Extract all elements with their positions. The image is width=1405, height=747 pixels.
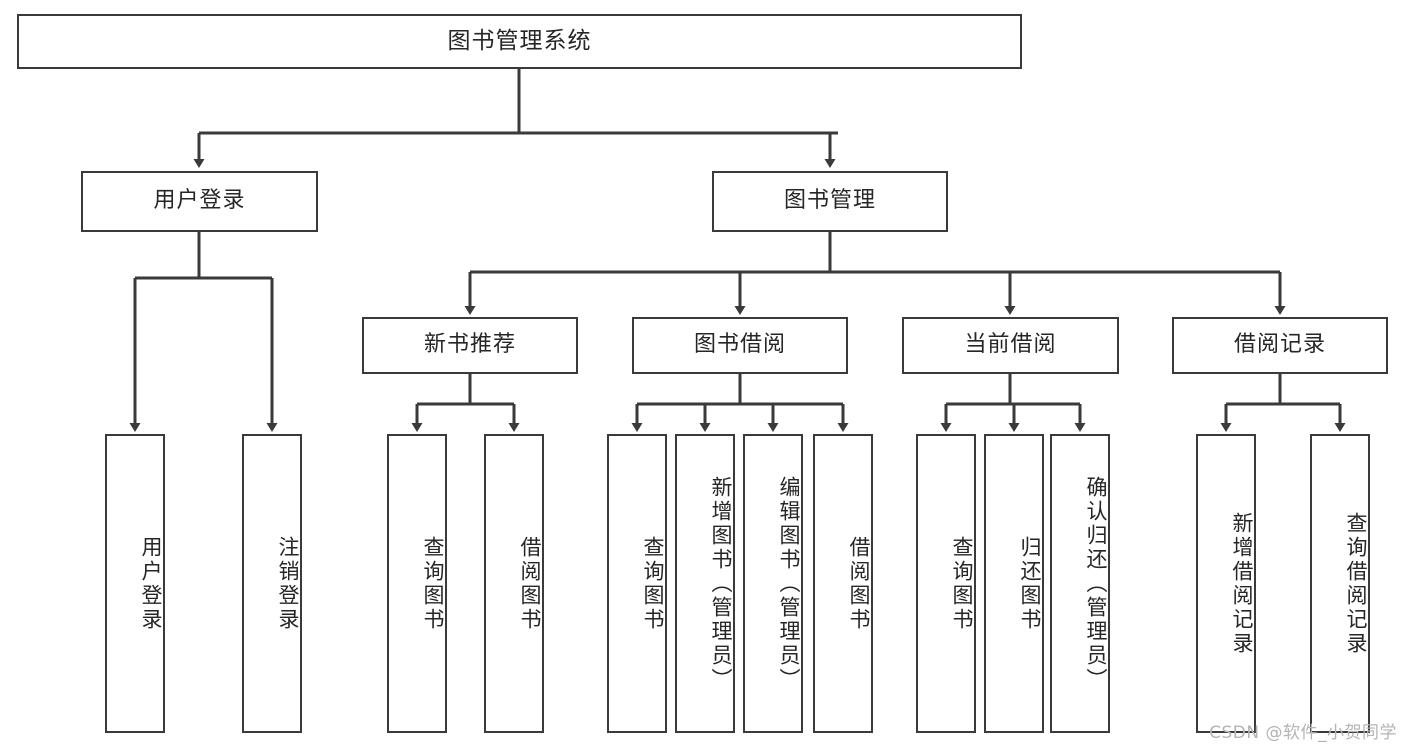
node-leaf-add-book-label: 新增图书（管理员） xyxy=(709,475,733,692)
node-leaf-return-book-label: 归还图书 xyxy=(1018,535,1042,632)
node-root-label: 图书管理系统 xyxy=(447,27,592,54)
node-leaf-query-book-2[interactable]: 查询图书 xyxy=(607,434,667,733)
node-leaf-add-record-label: 新增借阅记录 xyxy=(1230,511,1254,656)
watermark: CSDN @软件_小贺同学 xyxy=(1209,723,1397,743)
node-leaf-query-book-1[interactable]: 查询图书 xyxy=(387,434,447,733)
node-leaf-query-record[interactable]: 查询借阅记录 xyxy=(1310,434,1370,733)
node-leaf-borrow-book-1[interactable]: 借阅图书 xyxy=(484,434,544,733)
node-leaf-query-book-3-label: 查询图书 xyxy=(950,535,974,632)
node-borrow-record-label: 借阅记录 xyxy=(1233,332,1326,358)
node-leaf-edit-book[interactable]: 编辑图书（管理员） xyxy=(743,434,803,733)
node-leaf-borrow-book-2[interactable]: 借阅图书 xyxy=(813,434,873,733)
node-user-login-label: 用户登录 xyxy=(153,188,246,214)
node-new-book-rec-label: 新书推荐 xyxy=(423,332,516,358)
node-current-borrow[interactable]: 当前借阅 xyxy=(902,317,1119,374)
node-leaf-user-login-label: 用户登录 xyxy=(139,535,163,632)
node-leaf-borrow-book-1-label: 借阅图书 xyxy=(518,535,542,632)
node-book-manage[interactable]: 图书管理 xyxy=(712,171,948,232)
node-leaf-query-book-1-label: 查询图书 xyxy=(421,535,445,632)
node-leaf-add-record[interactable]: 新增借阅记录 xyxy=(1196,434,1256,733)
node-leaf-add-book[interactable]: 新增图书（管理员） xyxy=(675,434,735,733)
node-leaf-logout[interactable]: 注销登录 xyxy=(242,434,302,733)
node-book-borrow-label: 图书借阅 xyxy=(693,332,786,358)
node-borrow-record[interactable]: 借阅记录 xyxy=(1172,317,1388,374)
node-new-book-rec[interactable]: 新书推荐 xyxy=(362,317,578,374)
node-leaf-confirm-return[interactable]: 确认归还（管理员） xyxy=(1050,434,1110,733)
node-leaf-query-book-2-label: 查询图书 xyxy=(641,535,665,632)
node-leaf-edit-book-label: 编辑图书（管理员） xyxy=(777,475,801,692)
node-leaf-query-book-3[interactable]: 查询图书 xyxy=(916,434,976,733)
node-leaf-logout-label: 注销登录 xyxy=(276,535,300,632)
node-current-borrow-label: 当前借阅 xyxy=(964,332,1057,358)
node-book-borrow[interactable]: 图书借阅 xyxy=(632,317,848,374)
node-leaf-query-record-label: 查询借阅记录 xyxy=(1344,511,1368,656)
node-user-login[interactable]: 用户登录 xyxy=(81,171,318,232)
node-leaf-confirm-return-label: 确认归还（管理员） xyxy=(1084,475,1108,692)
node-leaf-return-book[interactable]: 归还图书 xyxy=(984,434,1044,733)
node-leaf-borrow-book-2-label: 借阅图书 xyxy=(847,535,871,632)
node-book-manage-label: 图书管理 xyxy=(783,188,876,214)
node-root[interactable]: 图书管理系统 xyxy=(17,14,1022,69)
node-leaf-user-login[interactable]: 用户登录 xyxy=(105,434,165,733)
